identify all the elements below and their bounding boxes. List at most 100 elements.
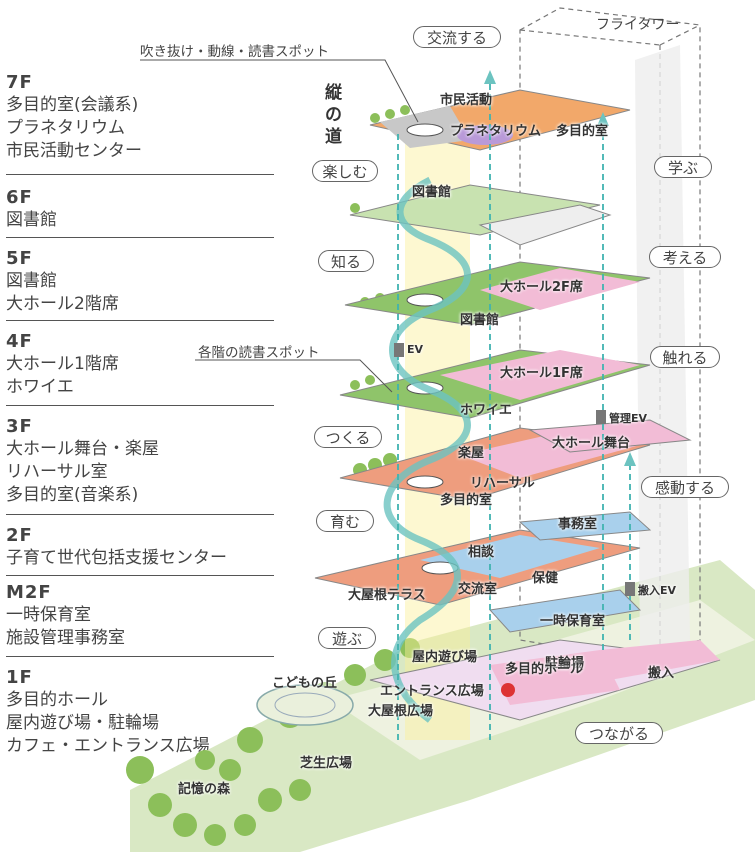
room-label: 屋内遊び場	[412, 650, 478, 665]
room-label: 記憶の森	[178, 782, 231, 797]
slab-5f-pink	[480, 268, 640, 310]
floor-4f: 4F 大ホール1階席 ホワイエ	[6, 331, 274, 406]
room-label: 多目的室	[440, 493, 493, 508]
room-label: 大屋根テラス	[348, 588, 426, 603]
room-label: 大ホール2F席	[500, 280, 583, 295]
room-label: プラネタリウム	[450, 124, 542, 139]
room-label: 大ホール1F席	[500, 366, 583, 381]
axis-arrowheads	[484, 70, 636, 466]
room-label: 大屋根広場	[368, 704, 434, 719]
floor-m2f: M2F 一時保育室 施設管理事務室	[6, 582, 274, 657]
room-label: 搬入	[648, 666, 675, 681]
callout-reading-leader	[195, 359, 393, 393]
floor-2f: 2F 子育て世代包括支援センター	[6, 525, 274, 576]
action-pill: 感動する	[641, 476, 729, 498]
floor-code: 6F	[6, 187, 33, 208]
room-label: 多目的ホール	[505, 662, 584, 677]
floor-3f: 3F 大ホール舞台・楽屋 リハーサル室 多目的室(音楽系)	[6, 416, 274, 515]
loading-ev-box	[625, 582, 635, 596]
vertical-axis-label: 縦の道	[325, 83, 342, 147]
room-label: 市民活動	[440, 93, 493, 108]
floor-line: 多目的ホール	[6, 690, 108, 710]
floor-line: リハーサル室	[6, 462, 108, 482]
floor-line: 大ホール舞台・楽屋	[6, 439, 159, 459]
room-label: リハーサル	[470, 476, 535, 491]
loading-ev-label: 搬入EV	[638, 584, 677, 597]
action-pill: 育む	[316, 510, 374, 532]
room-label: エントランス広場	[380, 684, 484, 699]
action-pill: 知る	[318, 250, 374, 272]
slab-2f-office	[518, 511, 652, 541]
tower-label: フライタワー	[596, 17, 680, 33]
floor-code: M2F	[6, 582, 52, 603]
floor-6f: 6F 図書館	[6, 187, 274, 238]
floor-line: 多目的室(会議系)	[6, 95, 139, 115]
room-label: 交流室	[458, 582, 498, 597]
room-label: 一時保育室	[540, 614, 606, 629]
floor-code: 1F	[6, 667, 33, 688]
callout-reading-spots: 各階の読書スポット	[198, 345, 320, 361]
floor-line: プラネタリウム	[6, 118, 125, 138]
floor-code: 2F	[6, 525, 33, 546]
action-pill: つくる	[314, 426, 382, 448]
action-pill: 考える	[649, 246, 721, 268]
ev-label: EV	[407, 343, 424, 356]
floor-code: 3F	[6, 416, 33, 437]
callout-atrium: 吹き抜け・動線・読書スポット	[140, 44, 329, 60]
room-label: 図書館	[412, 185, 452, 200]
info-icon	[501, 683, 515, 697]
slab-1f-hall	[490, 650, 620, 705]
ev-box	[394, 343, 404, 357]
room-label: 事務室	[558, 517, 598, 532]
floor-line: 図書館	[6, 210, 57, 230]
action-pill: つながる	[575, 722, 663, 744]
floor-line: 多目的室(音楽系)	[6, 485, 139, 505]
management-ev-label: 管理EV	[609, 412, 648, 425]
floor-code: 5F	[6, 248, 33, 269]
action-pill: 学ぶ	[654, 156, 712, 178]
action-pill: 遊ぶ	[318, 627, 376, 649]
slab-6f-gray	[478, 204, 612, 246]
room-label: こどもの丘	[272, 676, 338, 691]
room-label: 多目的室	[556, 124, 609, 139]
action-pill: 楽しむ	[312, 160, 378, 182]
management-ev-box	[596, 410, 606, 424]
floor-line: ホワイエ	[6, 377, 74, 397]
floor-line: 大ホール1階席	[6, 354, 119, 374]
slab-6f	[349, 184, 601, 236]
floor-line: 市民活動センター	[6, 141, 142, 161]
floor-line: カフェ・エントランス広場	[6, 736, 210, 756]
slab-2f-blue	[420, 535, 600, 578]
action-pill: 触れる	[650, 346, 720, 368]
spiral-path	[383, 176, 471, 723]
floor-code: 4F	[6, 331, 33, 352]
floor-5f: 5F 図書館 大ホール2階席	[6, 248, 274, 321]
slab-3f-stage	[528, 419, 692, 453]
room-label: 相談	[468, 545, 495, 560]
slab-m2f	[489, 589, 642, 633]
room-label: 大ホール舞台	[552, 436, 631, 451]
room-label: 芝生広場	[300, 756, 353, 771]
kids-hill-ring	[274, 692, 336, 718]
floor-line: 子育て世代包括支援センター	[6, 548, 227, 568]
room-label: 保健	[532, 571, 559, 586]
room-label: 楽屋	[458, 446, 485, 461]
floor-7f: 7F 多目的室(会議系) プラネタリウム 市民活動センター	[6, 72, 274, 175]
room-label: ホワイエ	[460, 403, 512, 418]
floor-line: 一時保育室	[6, 605, 91, 625]
action-pill: 交流する	[413, 26, 501, 48]
vertical-axis-lines	[397, 80, 631, 740]
floor-1f: 1F 多目的ホール 屋内遊び場・駐輪場 カフェ・エントランス広場	[6, 667, 274, 765]
room-label: 図書館	[460, 313, 500, 328]
floor-line: 大ホール2階席	[6, 294, 119, 314]
floor-code: 7F	[6, 72, 33, 93]
slab-1f-load	[600, 640, 720, 680]
callout-atrium-leader	[140, 59, 419, 123]
floor-line: 施設管理事務室	[6, 628, 125, 648]
planetarium-dome	[457, 125, 513, 145]
floor-line: 図書館	[6, 271, 57, 291]
room-label: 駐輪場	[545, 656, 585, 671]
floor-line: 屋内遊び場・駐輪場	[6, 713, 159, 733]
kids-hill	[256, 684, 354, 726]
